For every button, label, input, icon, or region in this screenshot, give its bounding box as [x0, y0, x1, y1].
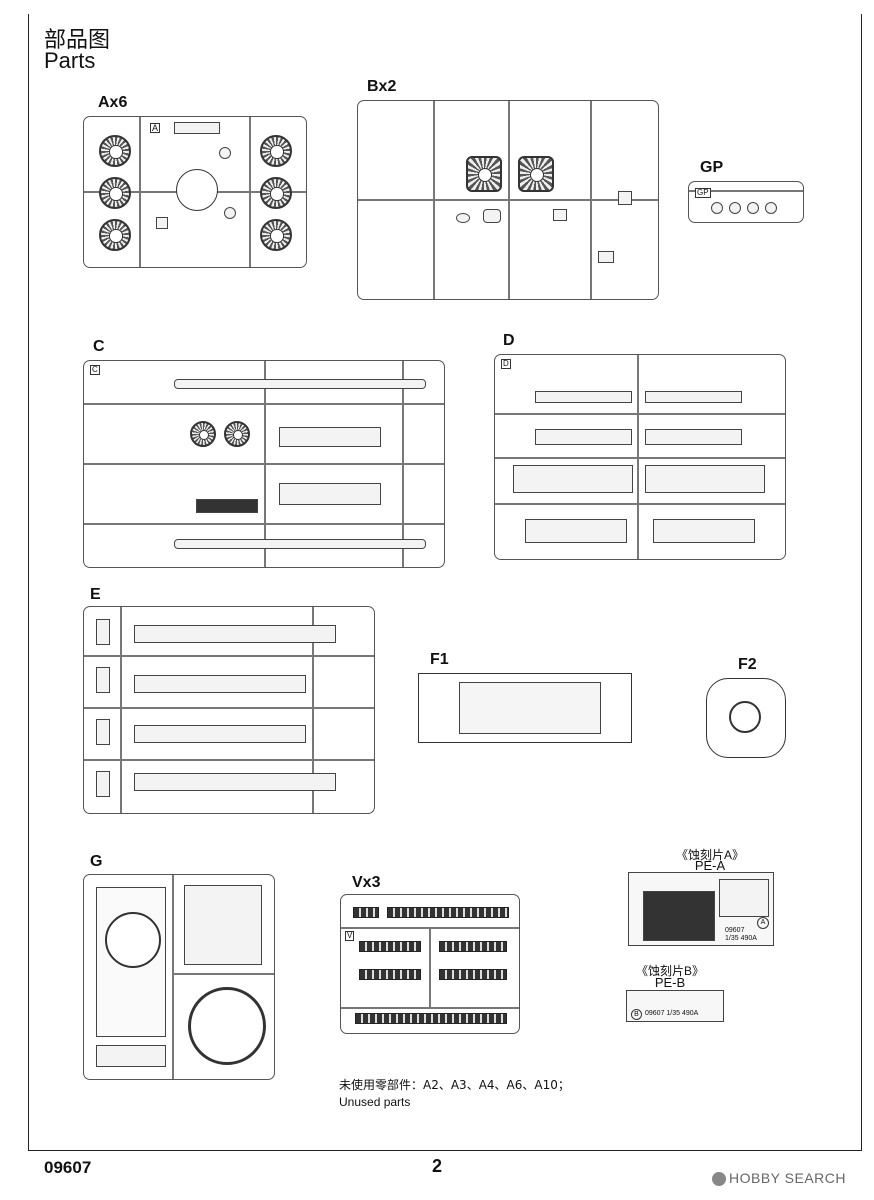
pe-b-caption-en: PE-B: [654, 975, 686, 990]
sprue-d-label: D: [503, 332, 515, 349]
sprue-d-tag: D: [501, 359, 511, 369]
pe-a-caption-cn: 《蚀刻片A》: [675, 848, 744, 862]
watermark-logo-icon: [712, 1172, 726, 1187]
pe-a-caption-en: PE-A: [694, 858, 726, 873]
sprue-v: V: [340, 894, 520, 1034]
part-f1-label: F1: [430, 651, 449, 668]
sprue-v-tag: V: [345, 931, 355, 941]
sprue-g-label: G: [90, 853, 103, 870]
sprue-b: [357, 100, 659, 300]
pe-b-caption-cn: 《蚀刻片B》: [635, 964, 704, 978]
sprue-a-label: Ax6: [98, 94, 128, 111]
unused-parts-en: Unused parts: [339, 1095, 411, 1109]
sprue-a-tag: A: [150, 123, 161, 133]
unused-parts-cn: 未使用零部件：A2、A3、A4、A6、A10；: [339, 1078, 570, 1092]
page-number: 2: [432, 1156, 443, 1176]
sprue-gp: GP: [688, 181, 804, 223]
part-f2: [706, 678, 786, 758]
page-frame: [28, 14, 862, 1151]
part-f1: [418, 673, 632, 743]
pe-a-code: 09607: [725, 927, 745, 934]
sprue-d: D: [494, 354, 786, 560]
sprue-c-tag: C: [90, 365, 100, 375]
pe-a-scale: 1/35 490A: [725, 935, 757, 942]
part-f2-label: F2: [738, 656, 757, 673]
sprue-e-label: E: [90, 586, 101, 603]
sprue-a: A: [83, 116, 307, 268]
pe-a-sheet: A 09607 1/35 490A: [628, 872, 774, 946]
pe-b-mark: B: [631, 1009, 642, 1020]
sprue-v-label: Vx3: [352, 874, 381, 891]
product-code: 09607: [44, 1158, 92, 1177]
pe-b-sheet: B 09607 1/35 490A: [626, 990, 724, 1022]
sprue-g: [83, 874, 275, 1080]
sprue-gp-tag: GP: [695, 188, 711, 198]
pe-a-mark: A: [757, 917, 769, 929]
sprue-gp-label: GP: [700, 159, 724, 176]
pe-b-code: 09607 1/35 490A: [645, 1010, 699, 1017]
watermark-text: HOBBY SEARCH: [729, 1170, 846, 1186]
watermark: HOBBY SEARCH: [712, 1170, 846, 1187]
sprue-e: [83, 606, 375, 814]
sprue-c: C: [83, 360, 445, 568]
sprue-b-label: Bx2: [367, 78, 397, 95]
page-title-en: Parts: [44, 48, 96, 73]
sprue-c-label: C: [93, 338, 105, 355]
page-title-cn: 部品图: [44, 28, 111, 53]
